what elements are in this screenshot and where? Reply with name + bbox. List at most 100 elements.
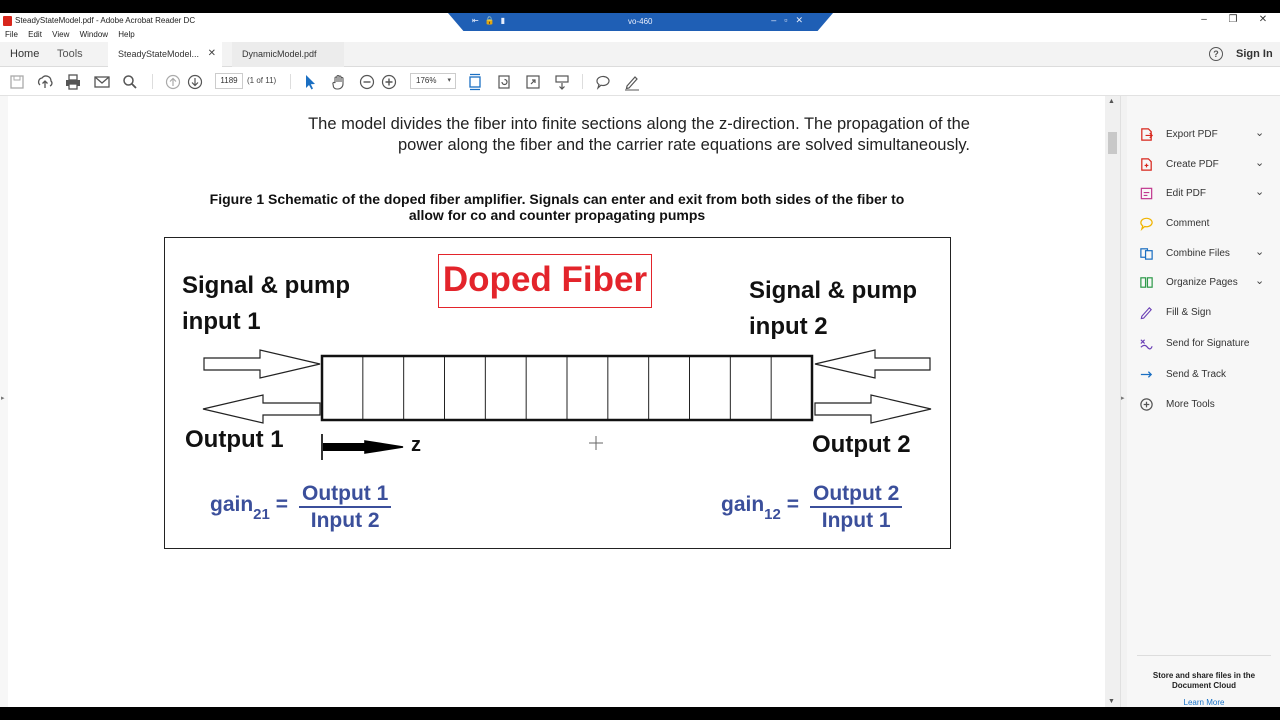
zoom-level-select[interactable]: 176% ▾ — [410, 73, 456, 89]
expand-left-panel-icon[interactable]: ▸ — [1, 395, 5, 402]
chevron-down-icon[interactable]: ⌄ — [1255, 275, 1265, 287]
input-2-line-2: input 2 — [749, 313, 828, 340]
chevron-down-icon[interactable]: ⌄ — [1255, 246, 1265, 258]
doped-fiber-title: Doped Fiber — [438, 254, 652, 308]
tool-item-label: Edit PDF — [1166, 188, 1207, 199]
output-2-arrow — [814, 394, 932, 424]
zoom-in-icon[interactable] — [380, 73, 398, 91]
page-count: (1 of 11) — [247, 76, 277, 85]
right-panel-toggle[interactable]: ▸ — [1120, 96, 1127, 707]
tool-item-label: Organize Pages — [1166, 277, 1238, 288]
input-1-line-1: Signal & pump — [182, 272, 350, 299]
more-tools-icon — [1139, 397, 1154, 412]
left-panel-gutter[interactable]: ▸ — [0, 96, 8, 707]
input-1-arrow — [203, 349, 321, 379]
menu-edit[interactable]: Edit — [28, 30, 42, 39]
tab-home[interactable]: Home — [10, 48, 40, 60]
acrobat-pdf-icon — [3, 16, 12, 26]
scroll-up-icon[interactable]: ▲ — [1108, 98, 1115, 105]
tool-item-label: Comment — [1166, 218, 1210, 229]
menu-file[interactable]: File — [5, 30, 18, 39]
tab-bar: Home Tools SteadyStateModel... ✕ Dynamic… — [0, 42, 1280, 67]
document-tab-dynamic[interactable]: DynamicModel.pdf — [232, 42, 344, 67]
gain-21-fraction: Output 1 Input 2 — [299, 481, 392, 534]
print-icon[interactable] — [64, 73, 82, 91]
rotate-page-icon[interactable] — [495, 73, 513, 91]
page-number-input[interactable]: 1189 — [215, 73, 243, 89]
chevron-down-icon[interactable]: ⌄ — [1255, 157, 1265, 169]
fit-page-icon[interactable] — [466, 73, 484, 91]
input-2-label: Signal & pump input 2 — [749, 273, 917, 345]
gain-12-subscript: 12 — [764, 506, 781, 523]
remote-session-bar[interactable]: ⇤🔒▮ vo-460 –▫✕ — [448, 13, 833, 31]
scrollbar-thumb[interactable] — [1108, 132, 1117, 154]
menu-bar: File Edit View Window Help — [0, 29, 1280, 42]
help-icon[interactable]: ? — [1209, 47, 1223, 61]
gain-21-subscript: 21 — [253, 506, 270, 523]
gain-12-symbol: gain12 = — [721, 493, 799, 523]
caption-line-1: Figure 1 Schematic of the doped fiber am… — [209, 191, 905, 207]
tool-item-label: Send for Signature — [1166, 338, 1250, 349]
vertical-scrollbar[interactable]: ▲ ▼ — [1105, 96, 1120, 707]
tool-item-label: Fill & Sign — [1166, 307, 1212, 318]
next-page-icon[interactable] — [186, 73, 204, 91]
input-1-line-2: input 1 — [182, 308, 261, 335]
hand-tool-icon[interactable] — [330, 73, 348, 91]
chevron-down-icon: ▾ — [447, 77, 451, 84]
body-paragraph: The model divides the fiber into finite … — [308, 115, 970, 154]
input-2-line-1: Signal & pump — [749, 277, 917, 304]
remote-window-controls[interactable]: –▫✕ — [771, 15, 811, 25]
zoom-out-icon[interactable] — [358, 73, 376, 91]
fill-sign-icon — [1139, 305, 1154, 320]
email-icon[interactable] — [93, 73, 111, 91]
fiber-schematic — [202, 349, 932, 460]
gain-21-equals: = — [275, 493, 288, 516]
gain-21-symbol: gain21 = — [210, 493, 288, 523]
gain-12-numerator: Output 2 — [810, 481, 903, 508]
chevron-down-icon[interactable]: ⌄ — [1255, 127, 1265, 139]
menu-window[interactable]: Window — [79, 30, 109, 39]
export-pdf-icon — [1139, 127, 1154, 142]
chevron-down-icon[interactable]: ⌄ — [1255, 186, 1265, 198]
edit-pdf-icon — [1139, 186, 1154, 201]
previous-page-icon[interactable] — [164, 73, 182, 91]
figure-caption: Figure 1 Schematic of the doped fiber am… — [148, 191, 966, 223]
upload-cloud-icon[interactable] — [36, 73, 54, 91]
select-cursor-icon[interactable] — [301, 73, 319, 91]
search-icon[interactable] — [121, 73, 139, 91]
full-screen-icon[interactable] — [524, 73, 542, 91]
tab-tools[interactable]: Tools — [57, 48, 83, 60]
gain-21-numerator: Output 1 — [299, 481, 392, 508]
close-window-button[interactable]: ✕ — [1258, 14, 1268, 25]
menu-help[interactable]: Help — [118, 30, 135, 39]
tool-item-label: Create PDF — [1166, 159, 1219, 170]
fiber-sections — [362, 356, 772, 420]
send-signature-icon — [1139, 336, 1154, 351]
zoom-level-value: 176% — [416, 76, 437, 85]
learn-more-link[interactable]: Learn More — [1183, 698, 1225, 707]
toolbar: 1189 (1 of 11) 176% ▾ — [0, 67, 1280, 96]
send-track-icon — [1139, 367, 1154, 382]
document-tab-steadystate[interactable]: SteadyStateModel... ✕ — [108, 42, 222, 67]
tool-item-label: Export PDF — [1166, 129, 1218, 140]
comment-tool-icon[interactable] — [594, 73, 612, 91]
maximize-button[interactable]: ❐ — [1228, 14, 1238, 25]
caption-line-2: allow for co and counter propagating pum… — [408, 207, 706, 223]
gain-12-equals: = — [786, 493, 799, 516]
remote-bar-icons[interactable]: ⇤🔒▮ — [472, 16, 512, 25]
minimize-button[interactable]: – — [1201, 14, 1207, 25]
collapse-right-panel-icon[interactable]: ▸ — [1121, 395, 1125, 402]
highlight-pen-icon[interactable] — [623, 73, 641, 91]
menu-view[interactable]: View — [52, 30, 70, 39]
input-1-label: Signal & pump input 1 — [182, 268, 350, 340]
save-icon[interactable] — [8, 73, 26, 91]
document-tab-label: DynamicModel.pdf — [242, 49, 317, 59]
scroll-down-icon[interactable]: ▼ — [1108, 698, 1115, 705]
input-2-arrow — [814, 349, 931, 379]
close-tab-icon[interactable]: ✕ — [207, 48, 216, 59]
sign-in-button[interactable]: Sign In — [1236, 48, 1273, 60]
tool-item-label: More Tools — [1166, 399, 1215, 410]
scroll-mode-icon[interactable] — [553, 73, 571, 91]
create-pdf-icon — [1139, 157, 1154, 172]
